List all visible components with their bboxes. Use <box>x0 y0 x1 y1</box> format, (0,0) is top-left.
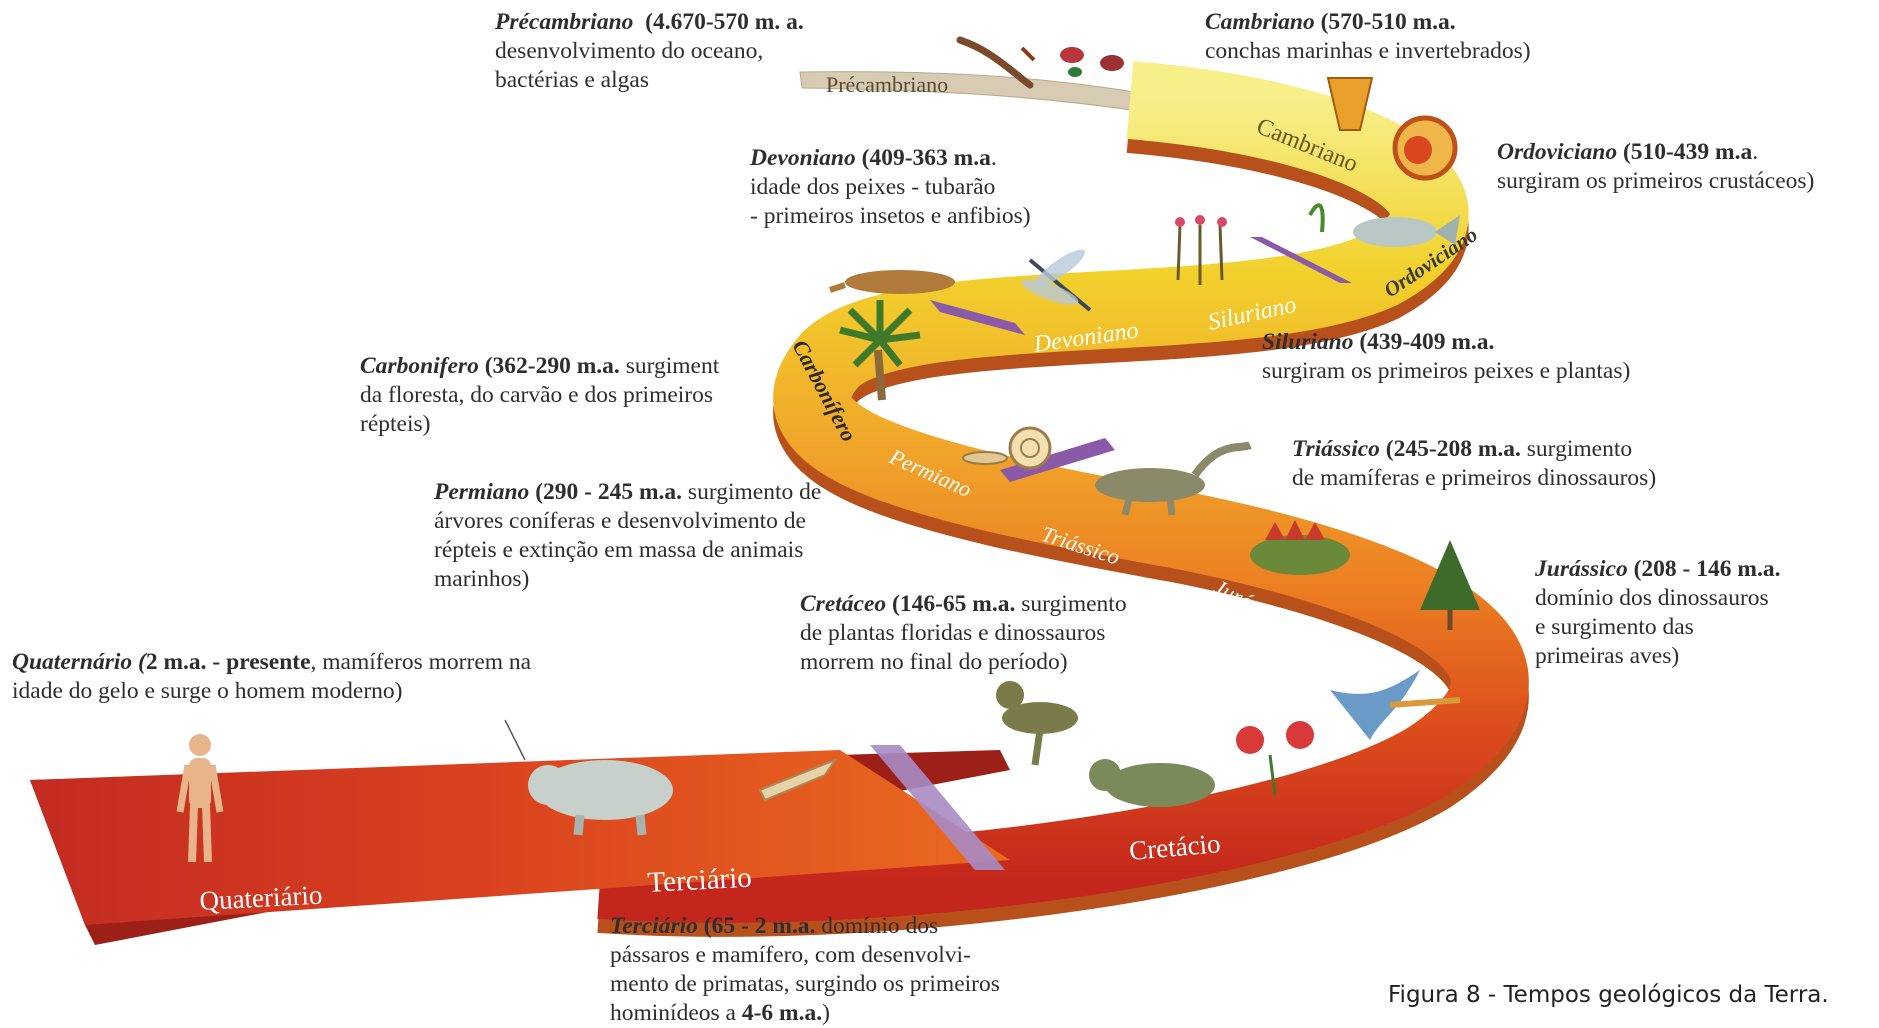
note-permiano: Permiano (290 - 245 m.a. surgimento de á… <box>434 478 821 594</box>
note-precambriano: Précambriano (4.670-570 m. a. desenvolvi… <box>495 8 804 95</box>
note-siluriano: Siluriano (439-409 m.a. surgiram os prim… <box>1262 328 1630 386</box>
note-ordoviciano: Ordoviciano (510-439 m.a. surgiram os pr… <box>1497 138 1814 196</box>
amphibian-icon <box>830 270 955 294</box>
note-cretaceo: Cretáceo (146-65 m.a. surgimento de plan… <box>800 590 1127 677</box>
note-jurassico: Jurássico (208 - 146 m.a. domínio dos di… <box>1535 555 1780 671</box>
band-label-terciario: Terciário <box>647 862 753 899</box>
note-cambriano: Cambriano (570-510 m.a. conchas marinhas… <box>1205 8 1531 66</box>
note-triassico: Triássico (245-208 m.a. surgimento de ma… <box>1292 435 1656 493</box>
note-carbonifero: Carbonifero (362-290 m.a. surgiment da f… <box>360 352 719 439</box>
note-devoniano: Devoniano (409-363 m.a. idade dos peixes… <box>750 144 1031 231</box>
tyrannosaurus-icon <box>996 681 1078 765</box>
band-label-precambriano: Précambriano <box>826 72 948 97</box>
note-terciario: Terciário (65 - 2 m.a. domínio dos pássa… <box>610 912 1000 1028</box>
pointer-line <box>505 720 525 760</box>
triceratops-icon <box>1089 759 1215 807</box>
trilobite-shell-icon <box>1395 118 1455 178</box>
band-label-quaternario: Quateriário <box>199 880 323 916</box>
figure-caption: Figura 8 - Tempos geológicos da Terra. <box>1388 982 1829 1008</box>
note-quaternario: Quaternário (2 m.a. - presente, mamífero… <box>12 648 531 706</box>
